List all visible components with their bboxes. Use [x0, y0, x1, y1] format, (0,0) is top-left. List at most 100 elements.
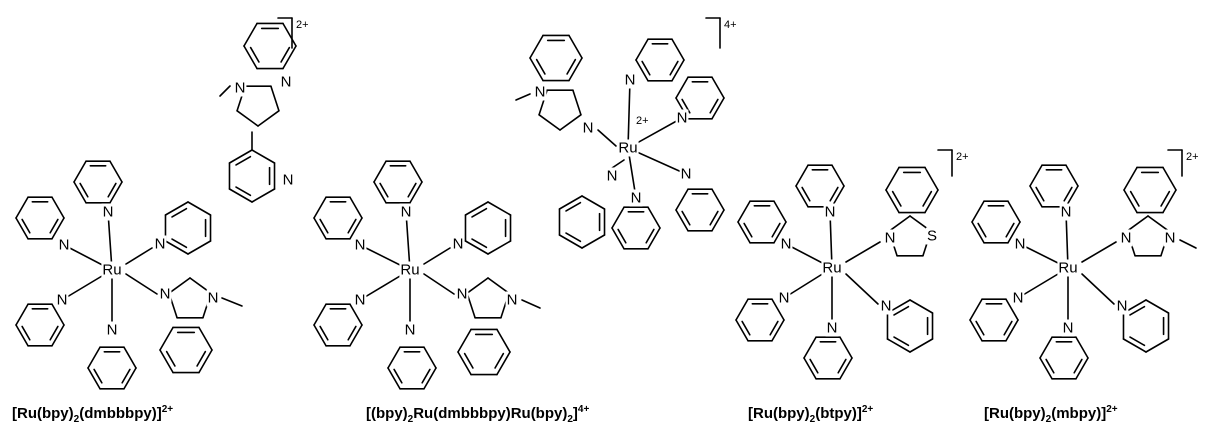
pyridine-bond [1065, 185, 1079, 208]
double-bond [1129, 305, 1146, 316]
benzo-bond [568, 57, 583, 82]
methyl-bond [1179, 239, 1197, 249]
benzo-bond [529, 34, 544, 59]
pyridine-bond [671, 38, 685, 61]
atom-label-n: N [281, 74, 292, 91]
benzo-bond [282, 45, 297, 70]
pyridine-bond [1039, 336, 1053, 359]
benzo-bond [159, 349, 174, 374]
pyridine-bond [558, 234, 583, 249]
atom-label-background [779, 235, 793, 253]
double-bond [837, 358, 847, 374]
atom-label-n: N [405, 322, 416, 339]
atom-label-n: N [1165, 230, 1176, 247]
atom-label-n: N [781, 236, 792, 253]
pyridine-bond [15, 217, 29, 240]
double-bond [171, 207, 188, 218]
double-bond [1003, 320, 1013, 336]
double-bond [79, 182, 89, 198]
atom-label-background [1163, 229, 1177, 247]
double-bond [49, 218, 59, 234]
atom-label-n: N [677, 110, 688, 127]
benzo-bond [1123, 189, 1138, 214]
benzo-bond [496, 328, 511, 353]
double-bond [741, 320, 751, 336]
atom-label-background [1119, 229, 1133, 247]
pyridine-bond [409, 181, 423, 204]
benzo-bond [457, 328, 472, 353]
coordination-bond [1081, 241, 1117, 263]
pyridine-bond [15, 196, 29, 219]
atom-label-background [279, 73, 293, 91]
atom-label-background [825, 319, 839, 337]
double-bond [49, 325, 59, 341]
atom-label-n: N [208, 290, 219, 307]
benzo-bond [198, 326, 213, 351]
double-bond [709, 98, 719, 114]
atom-label-n: N [457, 286, 468, 303]
double-bond [977, 222, 987, 238]
atom-label-background [399, 203, 413, 221]
pyridine-bond [228, 188, 253, 203]
pyridine-bond [1029, 185, 1043, 208]
coordination-bond [845, 241, 881, 263]
coordination-bond [1065, 211, 1069, 269]
atom-label-background [1057, 259, 1079, 277]
pyridine-bond [735, 319, 749, 342]
benzo-bond [924, 189, 939, 214]
pyridine-bond [909, 299, 934, 314]
atom-label-n: N [535, 84, 546, 101]
atom-label-background [451, 235, 465, 253]
pyridine-bond [773, 221, 787, 244]
pyridine-bond [109, 160, 123, 183]
double-bond [1160, 190, 1171, 207]
atom-label-background [617, 139, 639, 157]
double-bond [471, 238, 488, 249]
atom-label-n: N [1121, 230, 1132, 247]
pyridine-bond [795, 185, 809, 208]
pyridine-bond [164, 240, 189, 255]
double-bond [829, 186, 839, 202]
pyridine-bond [51, 303, 65, 326]
atom-label-background [153, 235, 167, 253]
atom-label-background [233, 79, 247, 97]
atom-label-background [206, 289, 220, 307]
benzo-bond [282, 22, 297, 47]
atom-label-n: N [1013, 290, 1024, 307]
atom-label-ru: Ru [822, 260, 841, 277]
pyridine-bond [771, 319, 785, 342]
double-bond [21, 325, 31, 341]
atom-label-background [403, 321, 417, 339]
pyridine-bond [349, 303, 363, 326]
atom-label-n: N [107, 322, 118, 339]
atom-label-ru: Ru [102, 262, 121, 279]
double-bond [393, 368, 403, 384]
pyridine-bond [87, 346, 101, 369]
pyridine-bond [969, 298, 983, 321]
atom-label-n: N [779, 290, 790, 307]
pyridine-bond [675, 76, 689, 99]
pyridine-bond [611, 227, 625, 250]
pyridine-bond [423, 367, 437, 390]
pyridine-bond [387, 367, 401, 390]
imidazole-bond [270, 85, 280, 112]
atom-label-background [1061, 319, 1075, 337]
double-bond [769, 320, 779, 336]
pyridine-bond [373, 160, 387, 183]
pyridine-bond [735, 298, 749, 321]
pyridine-bond [771, 298, 785, 321]
coordination-bond [423, 247, 451, 265]
pyridine-bond [1122, 338, 1147, 353]
double-bond [407, 182, 417, 198]
atom-label-background [823, 203, 837, 221]
atom-label-n: N [283, 172, 294, 189]
pyridine-bond [313, 303, 327, 326]
atom-label-background [1115, 297, 1129, 315]
pyridine-bond [187, 240, 212, 255]
pyridine-bond [558, 195, 583, 210]
atom-label-n: N [453, 236, 464, 253]
caption-dinuclear: [(bpy)2Ru(dmbbbpy)Ru(bpy)2]4+ [366, 404, 590, 425]
pyridine-bond [635, 38, 649, 61]
pyridine-bond [228, 149, 253, 164]
pyridine-bond [349, 324, 363, 347]
